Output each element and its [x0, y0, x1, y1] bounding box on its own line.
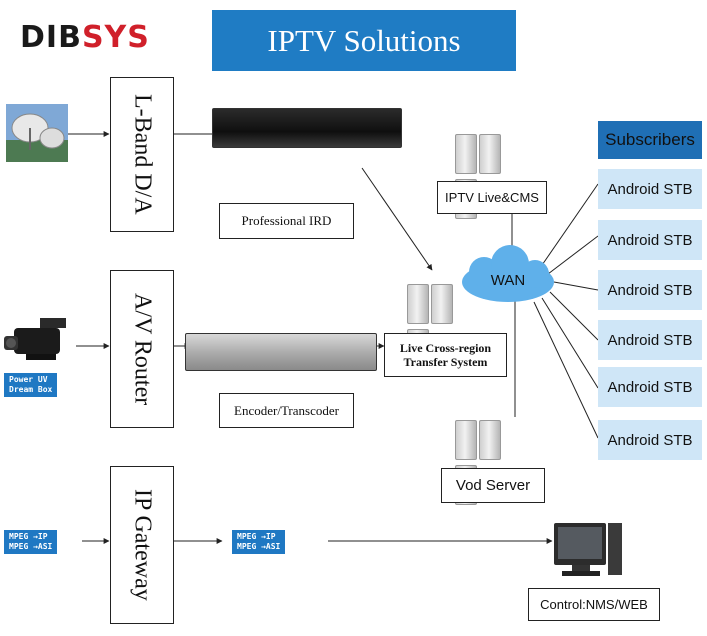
server-rack-icon: [407, 284, 475, 369]
stage-gateway-label: IP Gateway: [129, 489, 156, 601]
vod-server-label: Vod Server: [441, 468, 545, 503]
android-stb-3: Android STB: [598, 270, 702, 310]
encoder-device-icon: [185, 333, 377, 371]
control-label: Control:NMS/WEB: [528, 588, 660, 621]
wire-wan-stb-5: [541, 297, 599, 389]
transfer-system-label: Live Cross-region Transfer System: [384, 333, 507, 377]
video-camera-icon: [4, 318, 66, 360]
ird-label: Professional IRD: [219, 203, 354, 239]
android-stb-2: Android STB: [598, 220, 702, 260]
computer-monitor-icon: [554, 523, 622, 576]
live-cms-label: IPTV Live&CMS: [437, 181, 547, 214]
transfer-line-1: Live Cross-region: [399, 341, 492, 355]
wire-wan-stb-4: [549, 291, 599, 341]
encoder-label: Encoder/Transcoder: [219, 393, 354, 428]
android-stb-5: Android STB: [598, 367, 702, 407]
android-stb-1: Android STB: [598, 169, 702, 209]
cloud-icon: [462, 245, 554, 302]
stage-router: A/V Router: [110, 270, 174, 428]
mpeg-tag-line-2: MPEG →ASI: [9, 542, 53, 551]
mpeg-tag-line-1: MPEG →IP: [9, 532, 48, 541]
server-rack-icon: [455, 134, 523, 219]
ird-device-icon: [212, 108, 402, 148]
wire-wan-stb-1: [539, 183, 599, 269]
android-stb-6: Android STB: [598, 420, 702, 460]
subscribers-header: Subscribers: [598, 121, 702, 159]
mpeg-tag-output: MPEG →IP MPEG →ASI: [232, 530, 286, 554]
stage-lband: L-Band D/A: [110, 77, 174, 232]
server-rack-icon: [455, 420, 523, 505]
stage-router-label: A/V Router: [129, 292, 156, 406]
camera-caption-line-1: Power UV: [9, 375, 48, 384]
camera-caption: Power UV Dream Box: [4, 373, 58, 397]
company-logo: DIBSYS: [20, 20, 150, 55]
mpeg-tag-line-2: MPEG →ASI: [237, 542, 281, 551]
android-stb-4: Android STB: [598, 320, 702, 360]
wire-wan-stb-6: [533, 301, 599, 439]
transfer-line-2: Transfer System: [403, 355, 488, 369]
mpeg-tag-input: MPEG →IP MPEG →ASI: [4, 530, 58, 554]
stage-lband-label: L-Band D/A: [129, 94, 156, 215]
wan-label: WAN: [490, 272, 526, 289]
wire-ird-wan: [361, 167, 433, 271]
mpeg-tag-line-1: MPEG →IP: [237, 532, 276, 541]
camera-caption-line-2: Dream Box: [9, 385, 53, 394]
wire-wan-stb-2: [547, 235, 599, 275]
wire-wan-stb-3: [553, 281, 599, 291]
page-title: IPTV Solutions: [212, 10, 516, 71]
satellite-dish-icon: [6, 104, 68, 162]
stage-gateway: IP Gateway: [110, 466, 174, 624]
